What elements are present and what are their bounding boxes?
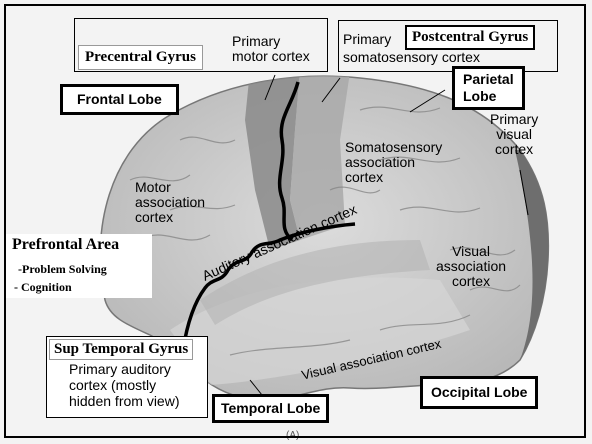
visual-association-cortex-right-label: Visual association cortex (436, 244, 506, 289)
motor-association-cortex-label: Motor association cortex (135, 180, 205, 225)
precentral-gyrus-label: Precentral Gyrus (78, 45, 203, 70)
primary-auditory-cortex-label: Primary auditory cortex (mostly hidden f… (69, 361, 180, 409)
sup-temporal-gyrus-title: Sup Temporal Gyrus (49, 339, 193, 360)
sup-temporal-gyrus-panel: Sup Temporal Gyrus Primary auditory cort… (46, 336, 208, 418)
primary-motor-cortex-label: Primary motor cortex (232, 34, 310, 64)
primary-somatosensory-word: Primary (343, 32, 391, 47)
postcentral-gyrus-label: Postcentral Gyrus (405, 25, 535, 50)
prefrontal-area-panel: Prefrontal Area -Problem Solving - Cogni… (6, 234, 152, 298)
temporal-lobe-label: Temporal Lobe (212, 394, 329, 423)
somatosensory-cortex-label: somatosensory cortex (343, 50, 480, 65)
frontal-lobe-label: Frontal Lobe (60, 84, 179, 115)
somatosensory-association-cortex-label: Somatosensory association cortex (345, 140, 442, 185)
parietal-lobe-label: Parietal Lobe (452, 66, 525, 110)
problem-solving-text: -Problem Solving (18, 262, 107, 277)
figure-mark-label: (A) (286, 428, 299, 443)
prefrontal-area-title: Prefrontal Area (12, 236, 119, 254)
occipital-lobe-label: Occipital Lobe (420, 376, 538, 409)
cognition-text: - Cognition (14, 280, 72, 295)
primary-visual-cortex-label: Primary visual cortex (490, 112, 538, 157)
